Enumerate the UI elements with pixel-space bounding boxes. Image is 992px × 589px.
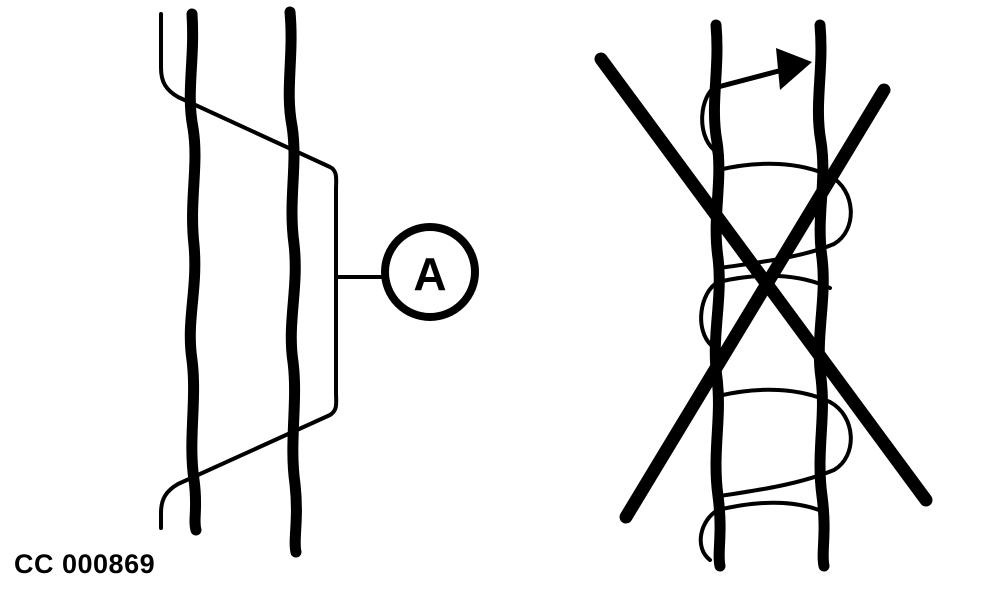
cross-stroke-2 [619, 83, 891, 524]
callout-letter-label: A [413, 248, 446, 300]
left-harness-wire [184, 8, 202, 536]
wrap-direction-arrow-icon [711, 48, 812, 91]
coil-front-segment-3 [716, 387, 832, 404]
callout-circle [381, 223, 479, 321]
left-harness-wire [708, 19, 726, 572]
coil-back-segment-4 [716, 400, 853, 512]
panel-correct-routing: A [159, 6, 479, 558]
arrow-head [776, 48, 812, 90]
right-harness-wire [283, 6, 302, 558]
coil-back-segment-5 [698, 508, 720, 562]
right-harness-wire [812, 19, 830, 572]
coil-front-segments [716, 161, 832, 514]
figure-caption: CC 000869 [14, 549, 155, 579]
tie-strap-routing-line [159, 12, 339, 530]
arrow-shaft [711, 65, 793, 91]
panel-incorrect-routing [594, 19, 933, 572]
coil-front-segment-4 [716, 500, 826, 514]
not-allowed-cross-icon [594, 52, 933, 524]
callout-a: A [381, 223, 479, 321]
coil-front-segment-1 [716, 161, 832, 178]
